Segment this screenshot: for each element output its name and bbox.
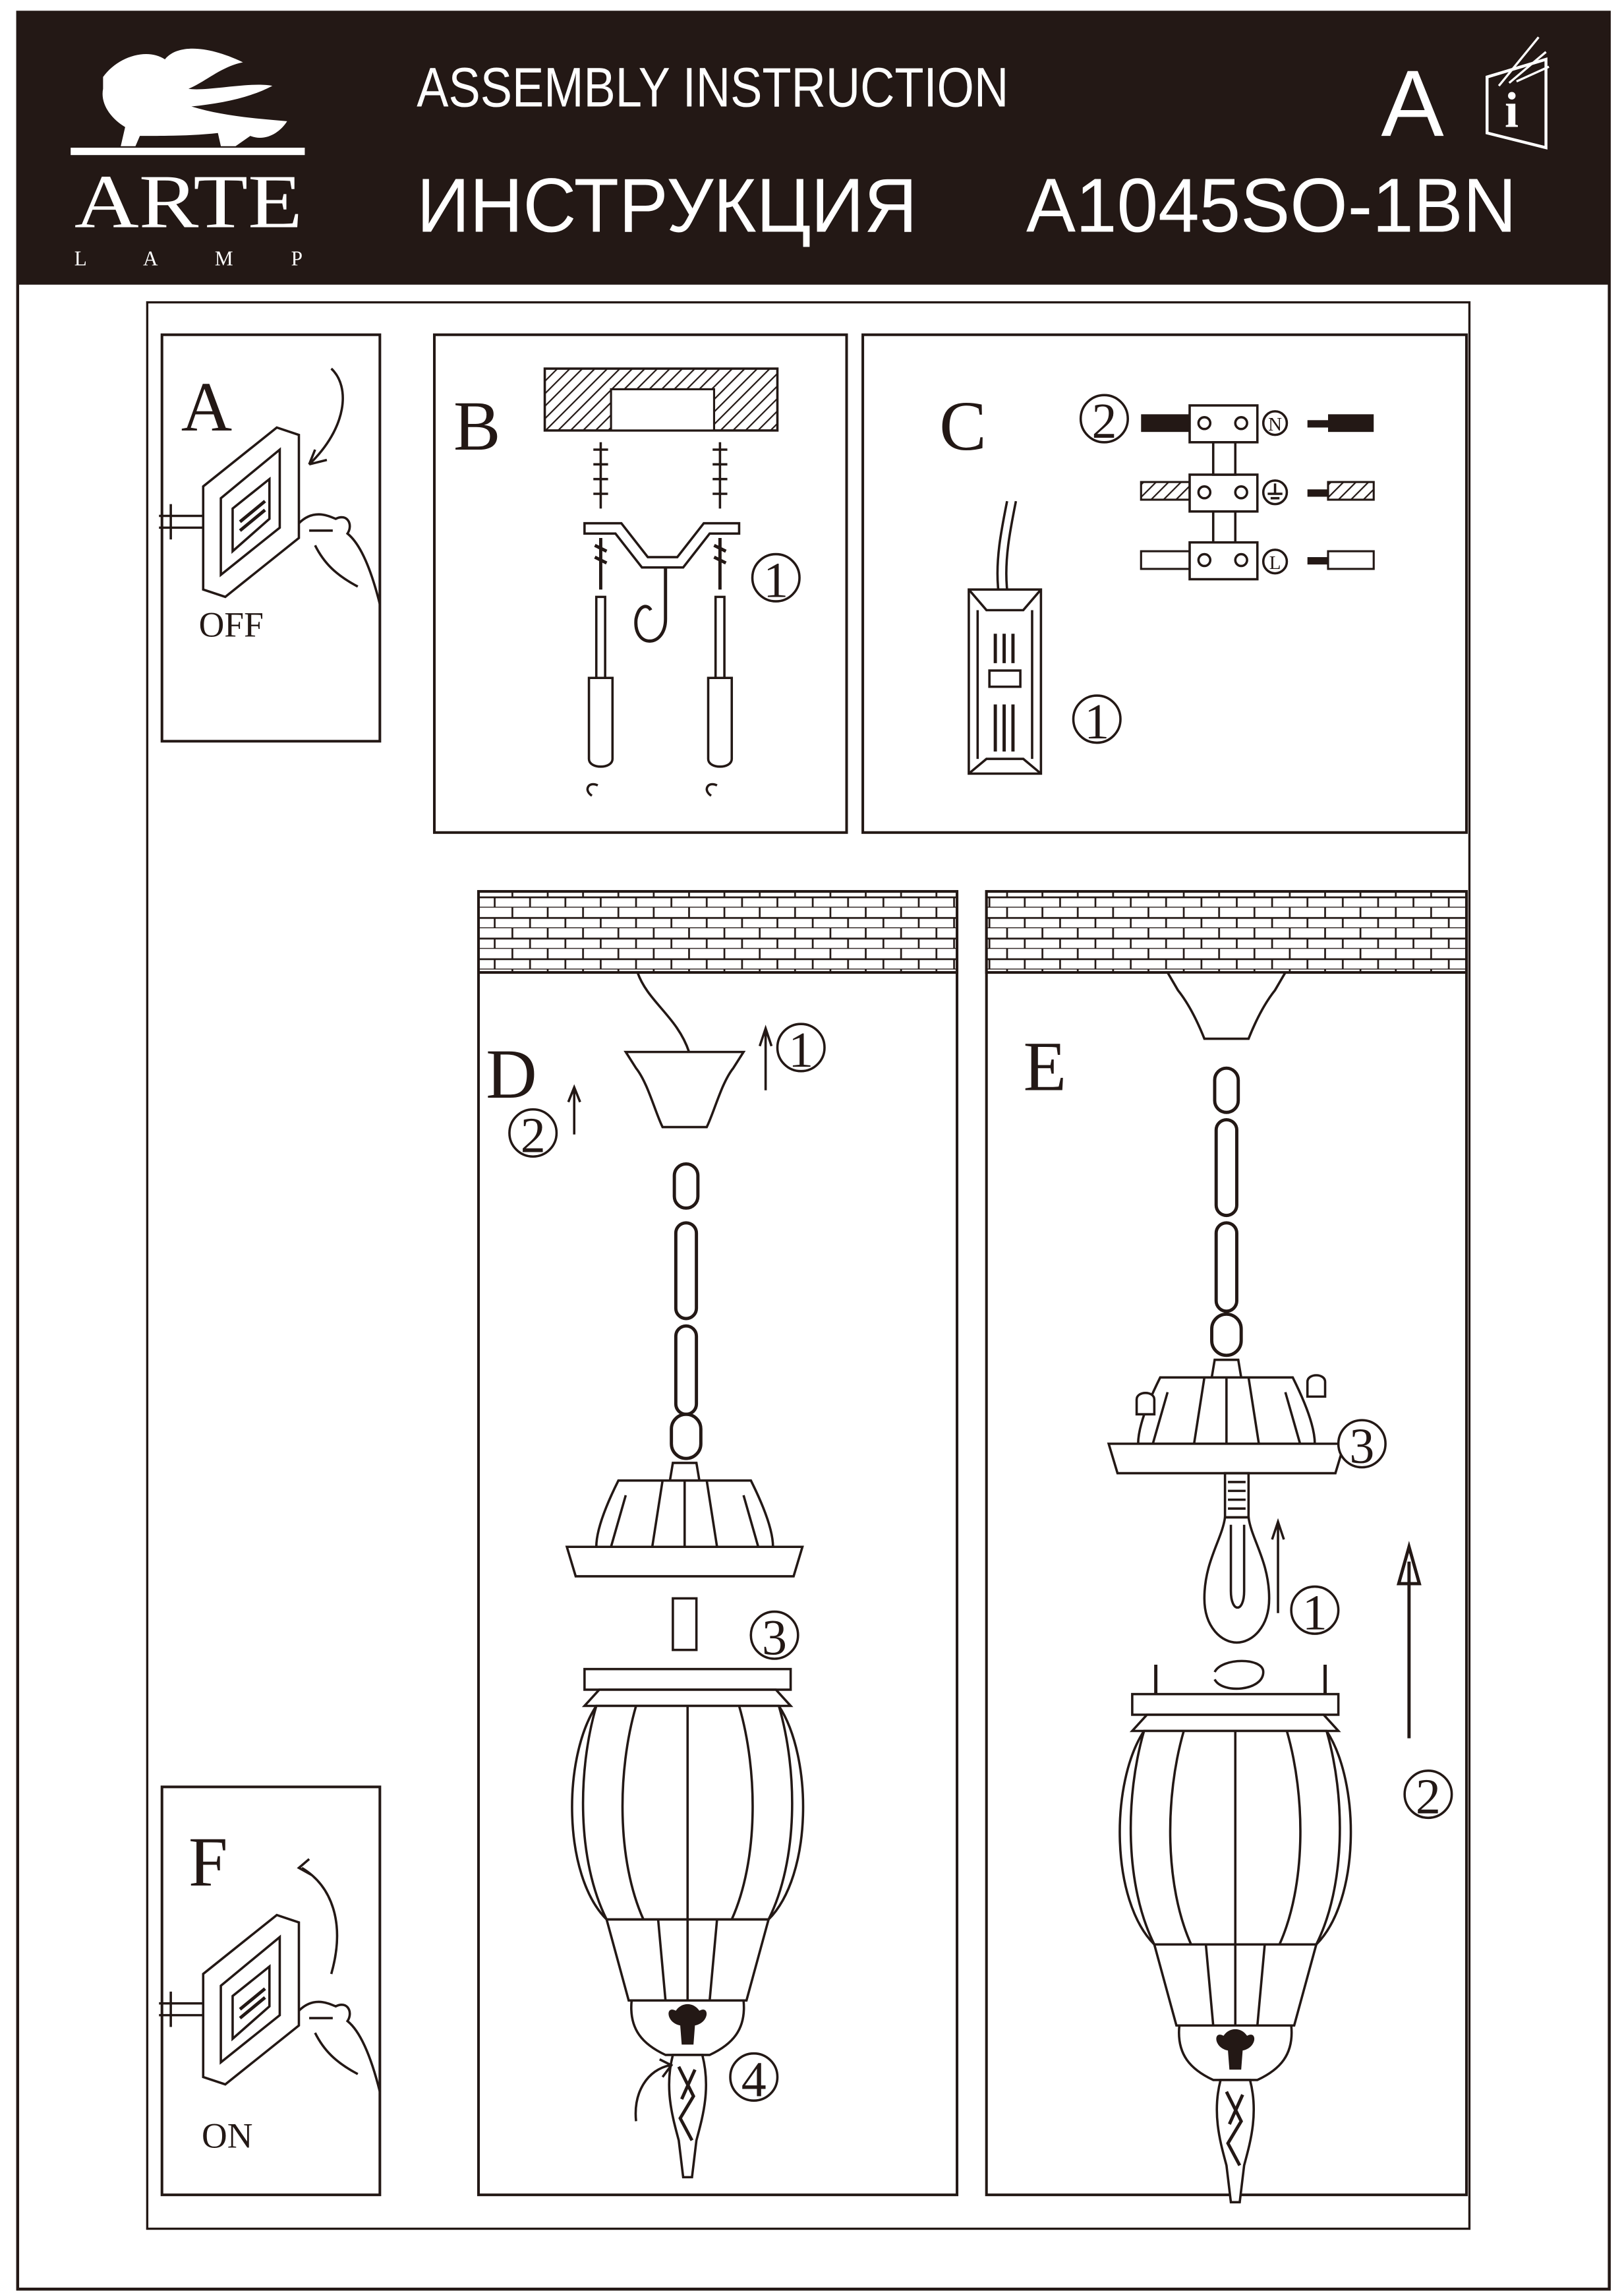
up-arrow-icon [1396,1541,1422,1739]
switch-caption: OFF [199,605,264,645]
panel-c-wiring: C 2 N L [861,333,1468,834]
panel-letter: D [486,1035,536,1114]
step-number: 3 [1349,1419,1374,1474]
step-badge [751,552,801,603]
terminal-neutral: N [1268,414,1282,435]
step-number: 1 [788,1023,813,1078]
book-info-icon: i [1486,36,1550,150]
panel-letter: F [188,1823,228,1901]
terminal-block: N L [1140,404,1375,581]
panel-letter: A [181,368,232,446]
title-russian: ИНСТРУКЦИЯ [417,162,917,248]
step-badge [776,1023,826,1073]
hook [634,567,668,643]
switch-caption: ON [202,2116,252,2156]
step-number: 1 [1084,694,1109,750]
step-number: 2 [1416,1770,1441,1825]
step-number: 2 [1091,394,1116,449]
chain [1210,1066,1243,1357]
mounting-bracket [583,521,741,569]
screwdriver-icons [586,595,734,797]
panel-letter: B [453,387,501,465]
step-badge [1072,694,1122,744]
step-number: 1 [763,552,788,608]
panel-a-switch-off: A OFF [159,333,380,743]
rotate-arrow-icon [297,1858,339,1975]
diagram-frame [146,301,1471,2230]
panel-d-hanging: D 2 1 3 4 [477,890,959,2197]
svg-text:i: i [1505,83,1519,138]
wall-plug-icons [593,442,728,509]
step-badge [1079,394,1129,444]
bolt [672,1597,698,1651]
logo-arte: ARTE [74,160,303,245]
panel-e-bulb: E 3 1 2 [985,890,1468,2202]
panel-letter: E [1024,1028,1067,1106]
screw-icons [594,538,727,590]
step-number: 1 [1302,1585,1327,1640]
brick-ceiling [477,890,959,974]
light-bulb-icon [1203,1472,1271,1644]
step-badge [1337,1419,1387,1469]
rotate-arrow-icon [308,367,344,466]
panel-letter: C [939,387,987,465]
chain [670,1162,703,1460]
brick-ceiling [985,890,1468,974]
language-code: A [1381,51,1444,156]
terminal-live: L [1269,552,1281,574]
panel-f-switch-on: F ON [159,1785,380,2197]
step-badge [508,1108,558,1158]
model-number: A1045SO-1BN [1026,162,1517,248]
title-english: ASSEMBLY INSTRUCTION [417,55,1008,118]
logo-bar [71,148,305,156]
step-badge [729,2052,779,2102]
canopy [1165,971,1288,1040]
step-badge [749,1610,799,1660]
canopy [624,1050,746,1129]
winged-lion-icon [102,48,287,146]
step-number: 4 [741,2052,767,2107]
rotate-arrow-icon [634,2058,674,2122]
step-number: 2 [521,1108,546,1164]
junction-box [968,500,1043,775]
step-badge [1290,1585,1340,1635]
step-number: 3 [762,1610,787,1665]
step-badge [1403,1770,1453,1820]
panel-b-mounting: B 1 [432,333,848,834]
nut-icon [1135,1374,1327,1415]
